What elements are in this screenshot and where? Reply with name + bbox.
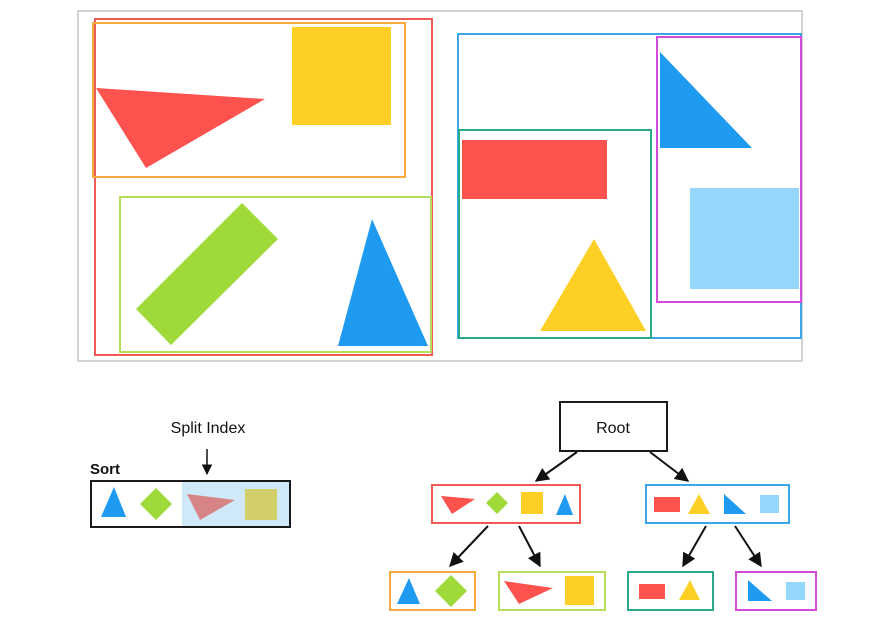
sort-box: [90, 480, 291, 528]
yellow-square-shape: [292, 27, 391, 125]
sort-pink-triangle: [187, 494, 235, 520]
bbox-teal: [458, 129, 652, 339]
leaf-magenta-light-blue-square: [786, 582, 805, 600]
node-right-yellow-triangle: [688, 494, 710, 514]
sort-label: Sort: [90, 461, 120, 478]
sort-green-diamond: [140, 488, 172, 520]
bbox-orange: [92, 22, 406, 178]
root-node: [559, 401, 668, 452]
leaf-lime-red-triangle: [504, 581, 553, 604]
node-left-blue-triangle: [556, 494, 573, 515]
tree-panel: Root: [389, 401, 817, 611]
blue-right-triangle-shape: [660, 52, 752, 148]
edge-left-b: [518, 525, 541, 568]
leaf-lime-yellow-square: [565, 576, 594, 605]
bbox-lime: [119, 196, 432, 353]
blue-triangle-shape: [338, 219, 428, 346]
node-right-red-rectangle: [654, 497, 680, 512]
leaf-orange-green-diamond: [435, 575, 467, 607]
sort-blue-triangle: [101, 487, 126, 517]
red-triangle-shape: [96, 88, 265, 168]
bbox-red-left-group: [94, 18, 433, 356]
light-blue-square-shape: [690, 188, 799, 289]
edge-left-a: [449, 525, 489, 568]
green-rotated-rectangle-shape: [136, 203, 278, 345]
edge-right-a: [682, 525, 707, 568]
split-index-label: Split Index: [171, 420, 246, 437]
node-right-blue-right-triangle: [724, 494, 746, 514]
bbox-magenta: [656, 36, 802, 303]
scene-panel: [77, 10, 803, 362]
node-left-red-triangle: [441, 496, 475, 514]
sort-olive-square: [245, 489, 277, 520]
leaf-teal-red-rectangle: [639, 584, 665, 599]
edge-root-right: [649, 451, 690, 482]
leaf-teal-yellow-triangle: [679, 580, 700, 600]
edge-root-left: [534, 451, 578, 482]
sort-panel: Split Index Sort: [90, 420, 291, 528]
root-label: Root: [596, 420, 630, 437]
node-right-light-blue-square: [760, 495, 779, 513]
leaf-orange-blue-triangle: [397, 578, 420, 604]
red-rectangle-shape: [462, 140, 607, 199]
leaf-magenta-blue-right-triangle: [748, 580, 772, 601]
node-left-yellow-square: [521, 492, 543, 514]
yellow-triangle-shape: [540, 239, 646, 331]
edge-right-b: [734, 525, 762, 568]
node-left-green-diamond: [486, 492, 508, 514]
